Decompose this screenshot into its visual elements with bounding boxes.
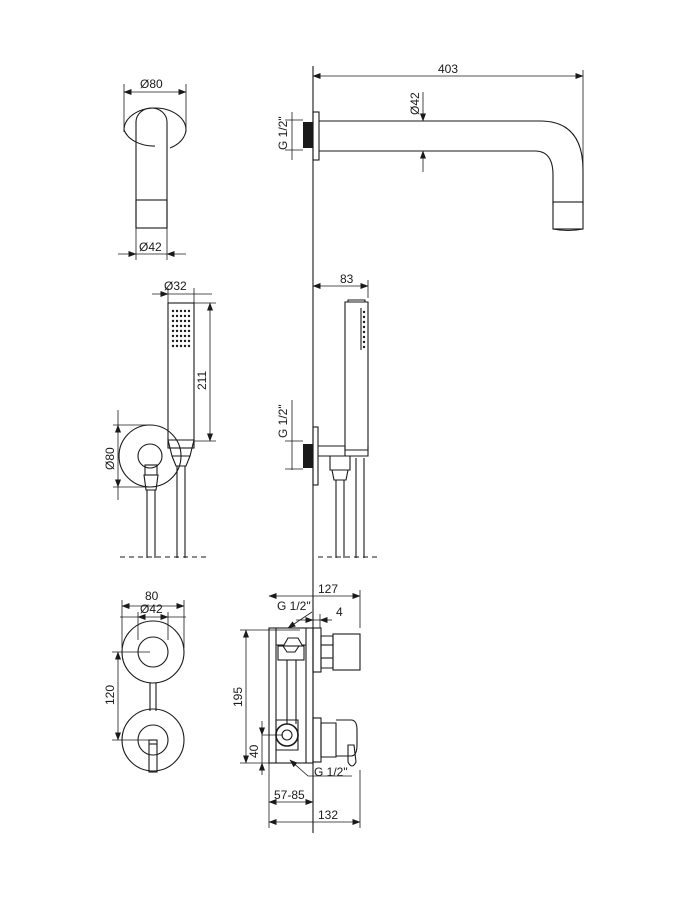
mixer-offset-label: 4 xyxy=(336,605,343,619)
mixer-height-label: 195 xyxy=(231,687,245,707)
spout-side-view: 403 G 1/2" Ø42 xyxy=(276,62,584,232)
mixer-thread-bottom-label: G 1/2" xyxy=(314,765,348,779)
spout-top-diameter-inner: Ø42 xyxy=(139,240,162,254)
hand-shower-thread-label: G 1/2" xyxy=(276,404,290,438)
hand-shower-height-label: 211 xyxy=(195,371,209,390)
mixer-install-depth-label: 57-85 xyxy=(274,788,305,802)
nozzle-side xyxy=(362,310,366,349)
mixer-thread-top-label: G 1/2" xyxy=(277,599,311,613)
mixer-spacing-label: 120 xyxy=(103,685,117,705)
bracket-diameter-label: Ø80 xyxy=(103,447,117,470)
mixer-diameter-label: Ø42 xyxy=(140,602,163,616)
hand-shower-front-view: Ø32 211 Ø80 xyxy=(103,279,216,558)
mixer-front-view: 80 Ø42 120 xyxy=(103,589,186,773)
spout-top-diameter-outer: Ø80 xyxy=(140,77,163,91)
hand-shower-diameter-label: Ø32 xyxy=(164,279,187,293)
spout-length-label: 403 xyxy=(438,62,458,76)
hand-shower-depth-label: 83 xyxy=(340,272,354,286)
mixer-side-view: 127 G 1/2" 4 195 40 xyxy=(231,582,361,828)
spout-thread-label: G 1/2" xyxy=(276,116,290,150)
mixer-lower-label: 40 xyxy=(247,744,261,758)
mixer-depth-label: 127 xyxy=(318,582,338,596)
spout-diameter-label: Ø42 xyxy=(408,92,422,115)
nozzle-grid xyxy=(171,309,191,348)
spout-top-view: Ø80 Ø42 xyxy=(118,77,187,260)
mixer-total-depth-label: 132 xyxy=(318,808,338,822)
hand-shower-side-view: 83 G 1/2" xyxy=(276,272,378,558)
mixer-width-label: 80 xyxy=(145,589,159,603)
